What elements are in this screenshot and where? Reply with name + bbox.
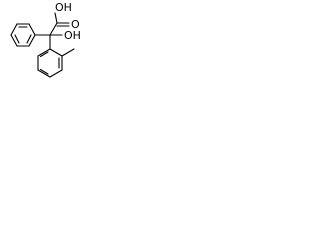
hydroxyl-oh-label: OH xyxy=(64,29,81,42)
hydroxyl-group: OH xyxy=(49,29,81,42)
double-bond-inner xyxy=(39,68,49,75)
bond xyxy=(10,34,18,47)
bond xyxy=(37,69,51,78)
carboxyl-group: OH O xyxy=(49,1,80,36)
bond xyxy=(49,22,58,36)
tolyl-ring xyxy=(37,48,63,78)
bond xyxy=(54,12,58,24)
bond xyxy=(10,23,18,36)
methyl-bond xyxy=(61,48,75,57)
bond xyxy=(37,48,51,57)
chemical-structure: OH O OH xyxy=(10,1,81,78)
bond xyxy=(49,69,63,78)
bond xyxy=(28,34,36,47)
carbonyl-o-label: O xyxy=(71,18,80,31)
carboxylic-oh-label: OH xyxy=(55,1,72,14)
phenyl-ring xyxy=(10,23,36,47)
bond xyxy=(28,23,36,36)
bond xyxy=(49,48,63,57)
double-bond-inner xyxy=(26,34,32,44)
double-bond-inner xyxy=(14,34,20,44)
double-bond-inner xyxy=(39,51,49,58)
